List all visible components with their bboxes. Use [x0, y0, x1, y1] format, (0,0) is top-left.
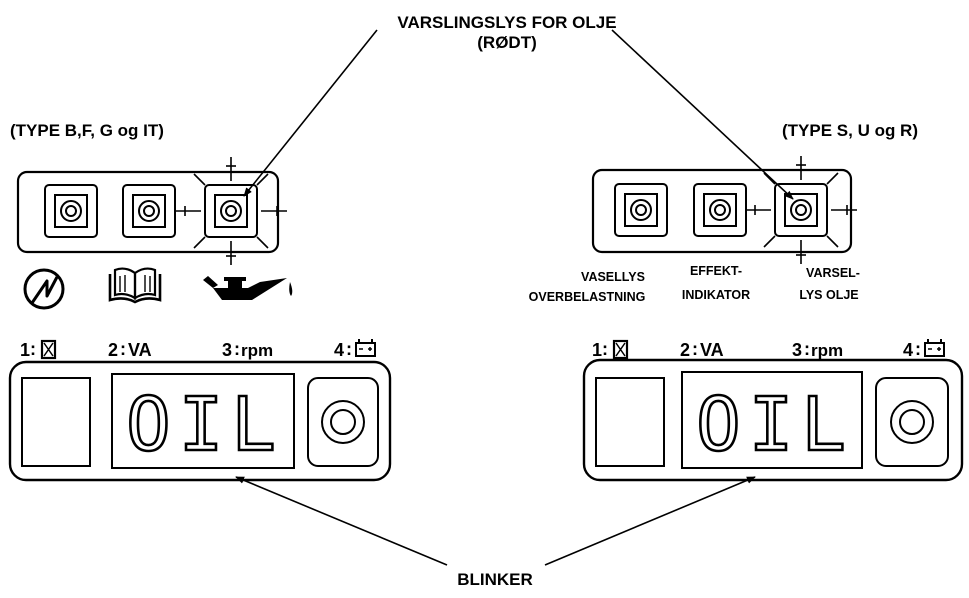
left-mode-2-num: 2: [108, 340, 118, 360]
oil-can-icon: [203, 276, 293, 300]
blink-arrow-right: [544, 476, 756, 566]
svg-text::: :: [120, 339, 126, 359]
right-overload-lamp: [614, 183, 668, 237]
right-oil-lamp: [746, 156, 857, 264]
svg-text::: :: [692, 339, 698, 359]
left-mode-3-text: rpm: [241, 341, 273, 360]
svg-text::: :: [804, 339, 810, 359]
left-type-label: (TYPE B,F, G og IT): [10, 121, 164, 140]
output-lamp-label-2: INDIKATOR: [682, 288, 750, 302]
battery-icon: [924, 339, 945, 357]
left-mode-3-num: 3: [222, 340, 232, 360]
overload-lamp-label-1: VASELLYS: [581, 270, 645, 284]
book-icon: [108, 267, 162, 304]
hourglass-icon: [612, 339, 629, 360]
right-lcd-text: OIL: [696, 382, 854, 468]
right-mode-row: 1 : 2 : VA 3 : rpm 4 :: [592, 339, 945, 360]
left-lcd-button: [307, 377, 379, 467]
left-lcd-text: OIL: [126, 382, 284, 468]
left-mode-row: 1 : 2 : VA 3 : rpm 4 :: [20, 339, 376, 360]
callout-arrow-right-oil-lamp: [611, 29, 794, 200]
left-lcd-display: OIL: [8, 360, 392, 482]
left-oil-lamp: [175, 157, 287, 265]
battery-icon: [355, 339, 376, 357]
svg-text::: :: [30, 339, 36, 359]
blink-label: BLINKER: [457, 570, 533, 589]
hourglass-icon: [40, 339, 57, 360]
right-output-lamp: [693, 183, 747, 237]
oil-lamp-label-2: LYS OLJE: [799, 288, 858, 302]
right-lcd-display: OIL: [582, 358, 964, 482]
left-mode-2-text: VA: [128, 340, 152, 360]
left-output-lamp: [122, 184, 176, 238]
svg-text::: :: [602, 339, 608, 359]
flash-rays-icon: [746, 156, 857, 264]
right-mode-4-num: 4: [903, 340, 913, 360]
overload-lamp-label-2: OVERBELASTNING: [529, 290, 646, 304]
svg-text::: :: [346, 339, 352, 359]
output-lamp-label-1: EFFEKT-: [690, 264, 742, 278]
left-mode-1-num: 1: [20, 340, 30, 360]
right-mode-3-text: rpm: [811, 341, 843, 360]
right-mode-2-num: 2: [680, 340, 690, 360]
flash-rays-icon: [175, 157, 287, 265]
left-mode-4-num: 4: [334, 340, 344, 360]
right-mode-3-num: 3: [792, 340, 802, 360]
oil-lamp-label-1: VARSEL-: [806, 266, 860, 280]
left-indicator-panel: [16, 157, 287, 265]
right-mode-2-text: VA: [700, 340, 724, 360]
right-mode-1-num: 1: [592, 340, 602, 360]
svg-text::: :: [234, 339, 240, 359]
overload-icon: [23, 268, 65, 310]
oil-warning-title: VARSLINGSLYS FOR OLJE: [397, 13, 616, 32]
oil-warning-color: (RØDT): [477, 33, 536, 52]
right-lcd-button: [875, 377, 949, 467]
callout-arrow-left-oil-lamp: [243, 29, 378, 197]
right-type-label: (TYPE S, U og R): [782, 121, 918, 140]
blink-arrow-left: [235, 476, 448, 566]
left-overload-lamp: [44, 184, 98, 238]
right-indicator-panel: [591, 156, 857, 264]
svg-text::: :: [915, 339, 921, 359]
